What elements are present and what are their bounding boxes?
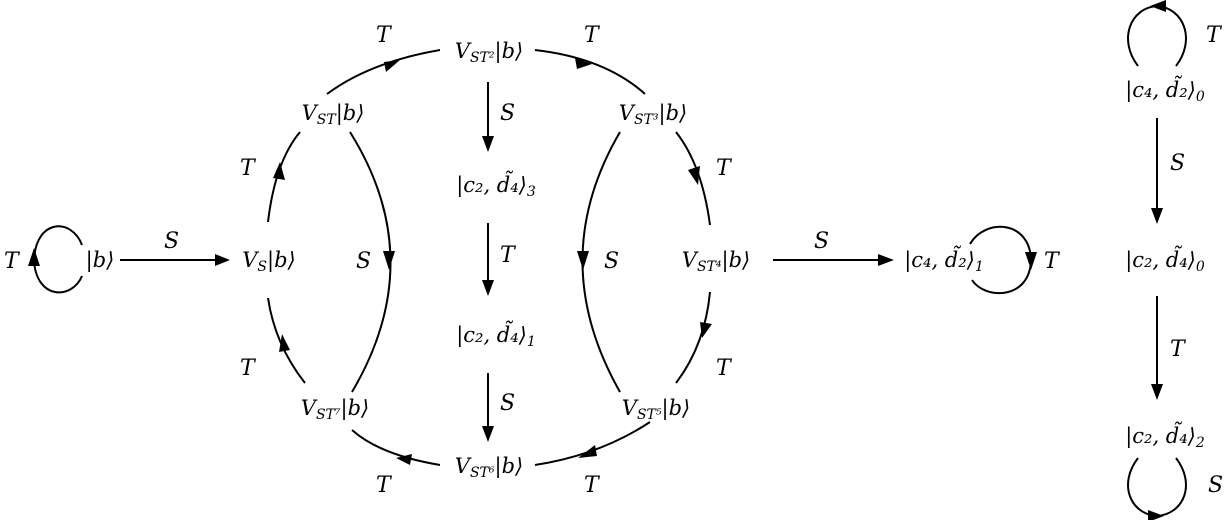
arrowhead <box>1150 0 1166 12</box>
arrowhead <box>482 426 494 442</box>
node-vst7: VST⁷|b⟩ <box>301 396 369 423</box>
loop-c4d2-0 <box>1127 4 1187 67</box>
node-c2d4-2: |c₂, d̃₄⟩2 <box>1125 421 1205 451</box>
node-vst6: VST⁶|b⟩ <box>455 454 523 481</box>
label-s: S <box>1208 473 1223 498</box>
loop-c2d4-2 <box>1127 457 1187 518</box>
label-s: S <box>604 249 619 274</box>
edge-vst5-to-vst6 <box>534 421 651 466</box>
label-t: T <box>1170 337 1187 362</box>
node-vs: VS|b⟩ <box>242 248 295 275</box>
arrowhead <box>1151 384 1163 400</box>
nodes: |b⟩ VS|b⟩ VST|b⟩ VST²|b⟩ VST³|b⟩ VST⁴|b⟩… <box>86 39 1205 481</box>
arrowhead <box>700 322 712 338</box>
edge-vst7-to-vs <box>267 297 306 384</box>
node-vst: VST|b⟩ <box>302 101 365 128</box>
label-t: T <box>240 356 257 381</box>
node-vst4: VST⁴|b⟩ <box>682 248 750 275</box>
arrowhead <box>273 162 285 180</box>
label-t: T <box>584 23 601 48</box>
arrowhead <box>1025 252 1037 270</box>
arrowhead <box>482 136 494 152</box>
edge-vst-to-vst2 <box>326 49 441 95</box>
edge-vst2-to-vst3 <box>534 49 646 95</box>
node-b: |b⟩ <box>86 248 115 273</box>
label-t: T <box>1206 23 1223 48</box>
label-t: T <box>4 249 21 274</box>
edge-vst4-to-vst5 <box>675 291 711 384</box>
arrowhead <box>383 251 395 270</box>
label-t: T <box>1044 249 1061 274</box>
arrowhead <box>878 254 894 266</box>
label-t: T <box>716 356 733 381</box>
label-t: T <box>376 473 393 498</box>
node-c4d2-0: |c₄, d̃₂⟩0 <box>1125 75 1205 105</box>
label-t: T <box>716 156 733 181</box>
edge-labels: T S T T T T T T T T S S S T S S T T S T … <box>4 23 1223 498</box>
edge-vst6-to-vst7 <box>351 429 441 466</box>
label-s: S <box>814 229 829 254</box>
arrowhead <box>28 248 40 266</box>
node-vst5: VST⁵|b⟩ <box>622 396 690 423</box>
label-t: T <box>240 156 257 181</box>
label-s: S <box>500 391 515 416</box>
node-vst3: VST³|b⟩ <box>619 101 687 128</box>
label-s: S <box>500 101 515 126</box>
edge-vst3-to-vst4 <box>675 131 711 226</box>
node-c2d4-1: |c₂, d̃₄⟩1 <box>456 320 536 350</box>
arrowhead <box>577 251 589 270</box>
loop-b <box>32 225 83 294</box>
label-t: T <box>500 243 517 268</box>
arrowhead <box>396 454 412 465</box>
arrowhead <box>384 60 400 72</box>
label-t: T <box>584 473 601 498</box>
arrowhead <box>688 166 700 185</box>
arrowhead <box>1148 510 1164 520</box>
label-t: T <box>376 23 393 48</box>
arrowhead <box>279 334 290 352</box>
node-vst2: VST²|b⟩ <box>455 39 523 66</box>
label-s: S <box>356 249 371 274</box>
arrowhead <box>215 254 230 266</box>
arrowhead <box>1151 208 1163 224</box>
label-s: S <box>1170 151 1185 176</box>
arrowhead <box>578 445 597 458</box>
label-s: S <box>164 229 179 254</box>
node-c4d2-1: |c₄, d̃₂⟩1 <box>904 245 984 275</box>
arrowhead <box>482 280 494 296</box>
edges <box>28 0 1187 520</box>
node-c2d4-0: |c₂, d̃₄⟩0 <box>1125 245 1205 275</box>
arrowhead <box>575 58 592 69</box>
node-c2d4-3: |c₂, d̃₄⟩3 <box>456 170 536 200</box>
